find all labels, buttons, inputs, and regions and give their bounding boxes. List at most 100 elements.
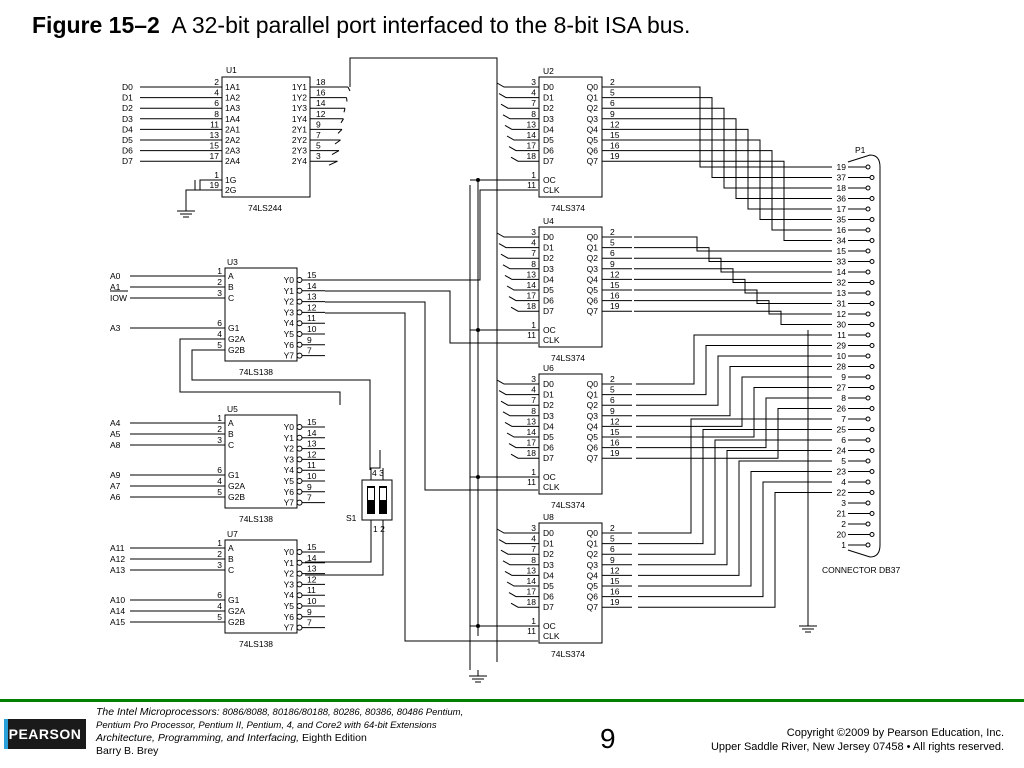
- connector-pin: [869, 238, 875, 243]
- latch-pin-number: 8: [531, 109, 536, 119]
- u1-gate-wire: [199, 179, 222, 190]
- latch-to-connector-wire: [636, 376, 832, 427]
- latch-data-wire: [504, 124, 539, 130]
- latch-pin-name: Q3: [587, 560, 599, 570]
- decoder-pin-name: G2A: [228, 481, 245, 491]
- latch-pin-name: Q5: [587, 285, 599, 295]
- connector-pin: [869, 427, 875, 432]
- latch-pin-number: 3: [531, 523, 536, 533]
- switch-bottom-pins: 1 2: [373, 524, 385, 534]
- latch-pin-number: 11: [527, 330, 536, 340]
- latch-pin-number: 18: [527, 301, 537, 311]
- u1-bus-wire: [349, 57, 498, 662]
- decoder-pin-number: 13: [307, 439, 317, 449]
- decoder-input-label: A3: [110, 323, 121, 333]
- inversion-bubble: [296, 456, 303, 463]
- decoder-input-label: A9: [110, 470, 121, 480]
- latch-pin-number: 13: [527, 416, 537, 426]
- latch-data-wire: [502, 560, 539, 566]
- decoder-input-label: A4: [110, 418, 121, 428]
- latch-to-connector-wire: [632, 160, 832, 241]
- decoder-pin-number: 5: [217, 487, 222, 497]
- u1-gate-wire: [185, 189, 195, 205]
- connector-pin: [865, 416, 871, 422]
- latch-pin-name: CLK: [543, 482, 560, 492]
- connector-pin: [865, 479, 871, 485]
- connector-name: CONNECTOR DB37: [822, 565, 901, 575]
- connector-pin: [865, 332, 871, 338]
- inversion-bubble: [296, 549, 303, 555]
- u1-pin-name: 1A4: [225, 114, 240, 124]
- page-number: 9: [600, 723, 616, 754]
- decoder-pin-name: A: [228, 418, 234, 428]
- latch-to-connector-wire: [632, 118, 832, 199]
- book-line2: Pentium Pro Processor, Pentium II, Penti…: [96, 720, 437, 731]
- u1-bus-fanout: [343, 108, 346, 113]
- latch-pin-name: D4: [543, 124, 554, 134]
- connector-pin-number: 9: [841, 372, 846, 382]
- latch-data-wire: [504, 570, 539, 576]
- latch-pin-name: D7: [543, 156, 554, 166]
- decoder-pin-number: 4: [217, 601, 222, 611]
- decoder-pin-name: Y2: [284, 444, 295, 454]
- connector-pin: [869, 259, 875, 264]
- u1-pin-number: 11: [210, 119, 219, 129]
- latch-pin-number: 12: [610, 269, 620, 279]
- decoder-ref: U7: [227, 529, 238, 539]
- connector-pin: [865, 185, 871, 191]
- latch-data-wire: [498, 243, 539, 249]
- latch-pin-name: Q4: [587, 570, 599, 580]
- u1-pin-number: 17: [210, 151, 220, 161]
- decoder-pin-name: Y4: [284, 590, 295, 600]
- decoder-pin-number: 9: [307, 482, 312, 492]
- latch-to-connector-wire: [634, 257, 832, 273]
- latch-pin-number: 19: [610, 151, 620, 161]
- latch-to-connector-wire: [638, 418, 832, 534]
- connector-pin: [865, 374, 871, 380]
- connector-pin-number: 10: [837, 351, 847, 361]
- latch-pin-number: 17: [527, 141, 537, 151]
- slide-footer: PEARSON The Intel Microprocessors: 8086/…: [0, 699, 1024, 768]
- latch-data-wire: [496, 82, 539, 88]
- latch-pin-number: 6: [610, 98, 615, 108]
- latch-to-connector-wire: [632, 107, 832, 189]
- u1-bus-fanout: [337, 129, 343, 134]
- decoder-pin-name: Y6: [284, 340, 295, 350]
- inversion-bubble: [296, 434, 303, 441]
- decoder-pin-number: 13: [307, 292, 317, 302]
- latch-pin-number: 15: [610, 576, 620, 586]
- latch-ref: U2: [543, 66, 554, 76]
- u1-bus-fanout: [331, 150, 340, 156]
- connector-pin-number: 21: [837, 509, 847, 519]
- decoder-pin-number: 12: [307, 449, 317, 459]
- logo-mark: [4, 719, 8, 749]
- switch-wire: [370, 450, 381, 469]
- latch-pin-name: CLK: [543, 185, 560, 195]
- decoder-input-label: A7: [110, 481, 121, 491]
- u1-pin-number: 16: [316, 88, 326, 98]
- latch-pin-number: 4: [531, 238, 536, 248]
- decoder-body: [224, 267, 298, 362]
- latch-pin-number: 6: [610, 544, 615, 554]
- decoder-pin-name: Y5: [284, 329, 295, 339]
- connector-pin-number: 13: [837, 288, 847, 298]
- decoder-pin-name: G2B: [228, 492, 245, 502]
- decoder-input-label: A13: [110, 565, 125, 575]
- inversion-bubble: [296, 467, 303, 474]
- u1-bus-fanout: [328, 160, 338, 166]
- latch-pin-name: D2: [543, 549, 554, 559]
- book-line3: Architecture, Programming, and Interfaci…: [96, 732, 300, 744]
- decoder-input-label: A10: [110, 595, 125, 605]
- decoder-pin-name: G1: [228, 470, 240, 480]
- latch-pin-number: 14: [527, 427, 537, 437]
- decoder-pin-name: B: [228, 429, 234, 439]
- decoder-pin-number: 11: [307, 460, 316, 470]
- latch-to-connector-wire: [632, 150, 832, 231]
- latch-pin-name: D7: [543, 306, 554, 316]
- decoder-pin-number: 12: [307, 302, 317, 312]
- latch-pin-number: 18: [527, 597, 537, 607]
- latch-pin-number: 11: [527, 626, 536, 636]
- latch-pin-number: 6: [610, 248, 615, 258]
- switch-ref: S1: [346, 513, 357, 523]
- u1-body: [221, 76, 311, 198]
